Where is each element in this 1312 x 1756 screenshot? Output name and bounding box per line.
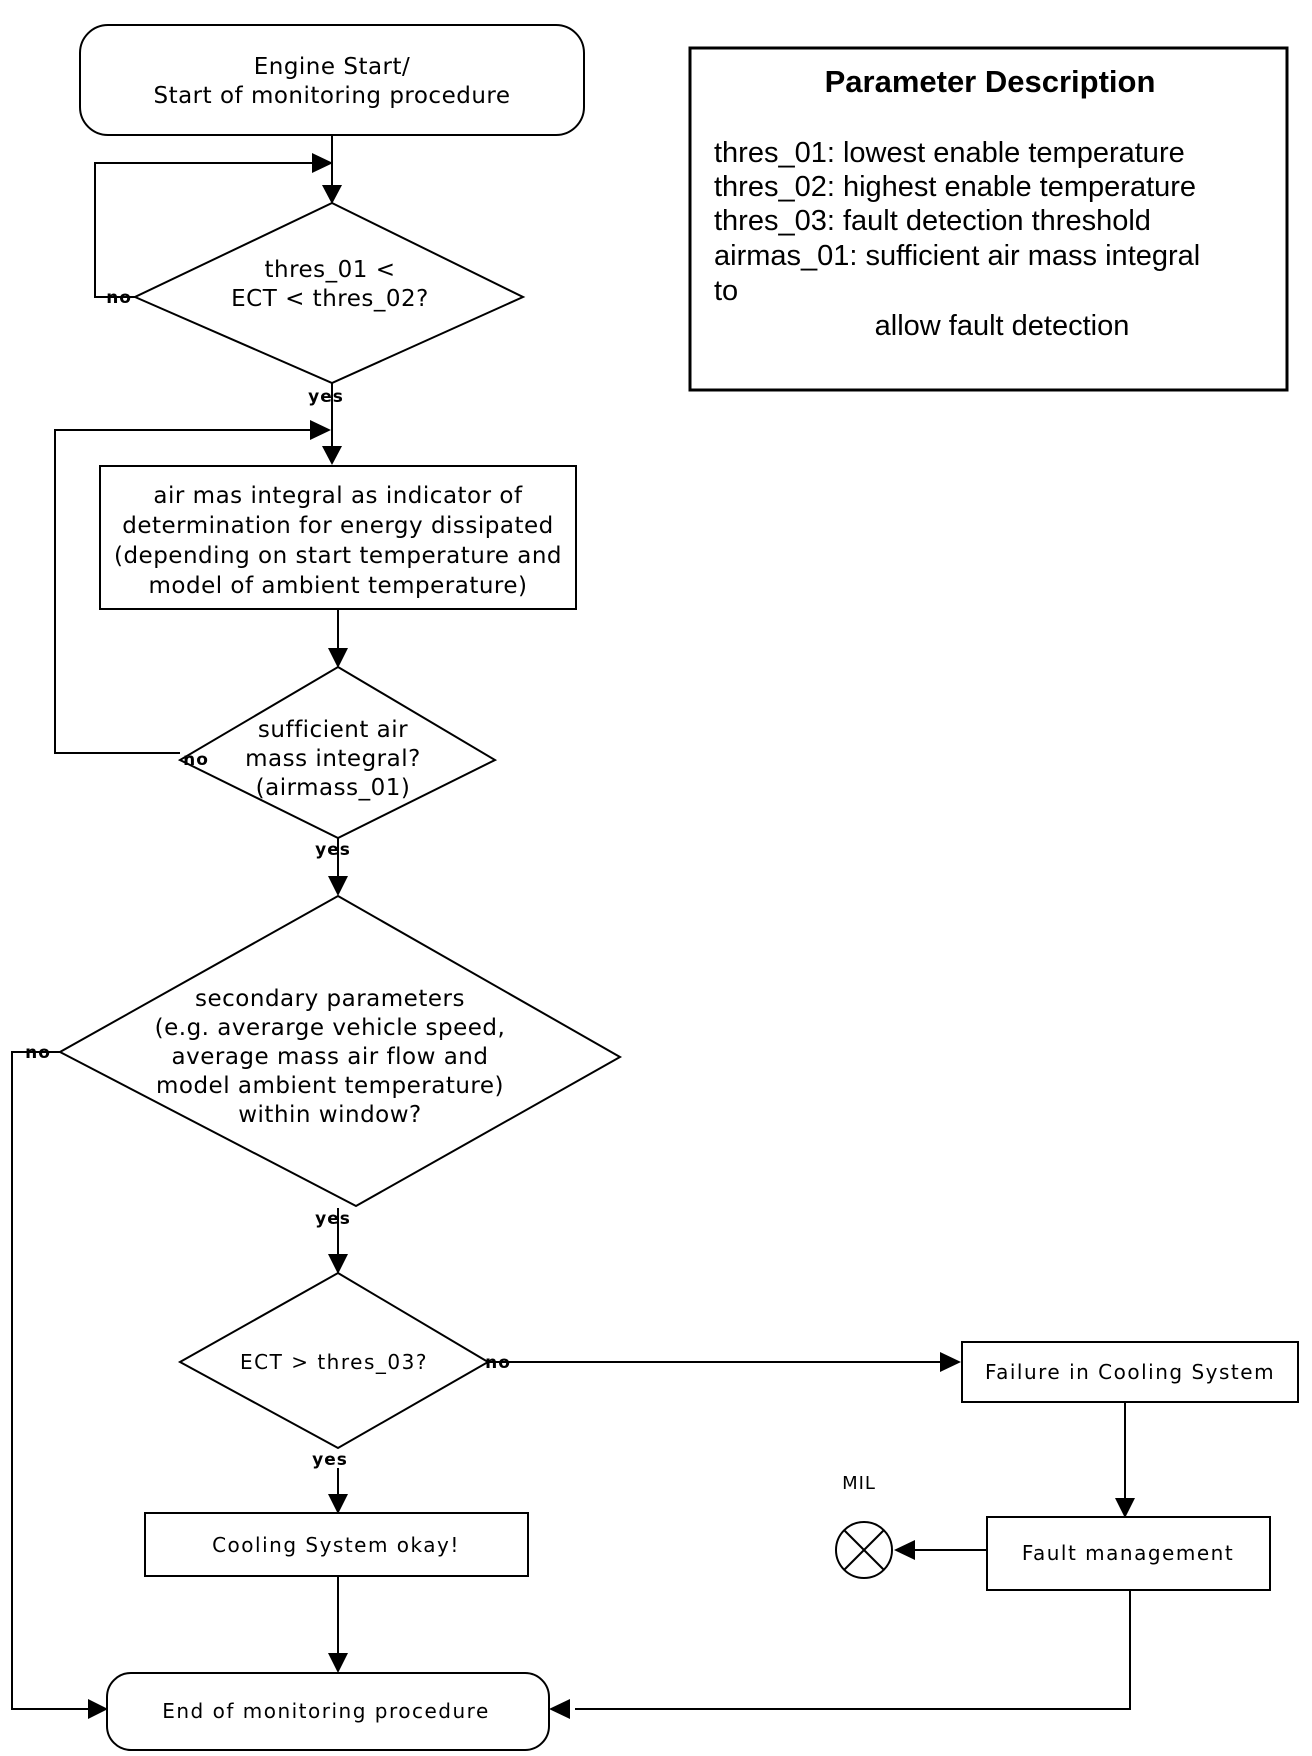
decision-airmass-no-label: no <box>183 750 209 770</box>
parameter-line-airmas-01: airmas_01: sufficient air mass integral <box>714 240 1200 272</box>
arrowheads <box>88 153 1135 1719</box>
fault-management-box: Fault management <box>986 1516 1271 1591</box>
cooling-okay-box: Cooling System okay! <box>144 1512 529 1577</box>
decision-threshold-no-label: no <box>485 1353 511 1373</box>
decision-threshold-yes-label: yes <box>312 1450 348 1470</box>
decision-secondary-line-4: model ambient temperature) <box>156 1073 504 1099</box>
decision-secondary-line-2: (e.g. averarge vehicle speed, <box>155 1015 506 1041</box>
decision-fault-threshold: ECT > thres_03? <box>177 1271 490 1450</box>
parameter-line-thres-02: thres_02: highest enable temperature <box>714 171 1196 203</box>
end-terminator: End of monitoring procedure <box>106 1672 550 1751</box>
decision-temperature-no-label: no <box>106 288 132 308</box>
airmass-process-line-4: model of ambient temperature) <box>149 573 528 599</box>
start-terminator: Engine Start/ Start of monitoring proced… <box>79 24 585 136</box>
decision-airmass: sufficient air mass integral? (airmass_0… <box>177 665 498 840</box>
fault-management-label: Fault management <box>1022 1541 1234 1565</box>
decision-temperature-line-2: ECT < thres_02? <box>231 286 429 312</box>
cooling-okay-label: Cooling System okay! <box>212 1533 460 1557</box>
parameter-description-title: Parameter Description <box>825 64 1156 99</box>
airmass-process-line-3: (depending on start temperature and <box>114 543 562 569</box>
parameter-line-allow-fault-detection: allow fault detection <box>875 310 1130 342</box>
decision-secondary-line-5: within window? <box>238 1102 422 1128</box>
decision-airmass-yes-label: yes <box>315 840 351 860</box>
start-label-line-2: Start of monitoring procedure <box>153 83 510 109</box>
decision-temperature-line-1: thres_01 < <box>264 257 395 283</box>
parameter-line-thres-03: thres_03: fault detection threshold <box>714 205 1151 237</box>
airmass-process-box: air mas integral as indicator of determi… <box>99 465 577 610</box>
parameter-line-thres-01: thres_01: lowest enable temperature <box>714 137 1185 169</box>
airmass-process-line-2: determination for energy dissipated <box>122 513 554 539</box>
decision-airmass-line-3: (airmass_01) <box>256 775 411 801</box>
mil-label: MIL <box>842 1473 876 1494</box>
decision-secondary-line-3: average mass air flow and <box>172 1044 489 1070</box>
decision-secondary-yes-label: yes <box>315 1209 351 1229</box>
decision-secondary-no-label: no <box>25 1043 51 1063</box>
failure-label: Failure in Cooling System <box>985 1360 1275 1384</box>
end-label: End of monitoring procedure <box>162 1699 490 1723</box>
decision-airmass-line-2: mass integral? <box>245 746 421 772</box>
parameter-description-box: Parameter Description thres_01: lowest e… <box>688 46 1289 392</box>
airmass-process-line-1: air mas integral as indicator of <box>153 483 523 509</box>
mil-lamp-icon <box>835 1521 893 1579</box>
parameter-line-airmas-01-continued: to <box>714 275 738 307</box>
decision-temperature-window: thres_01 < ECT < thres_02? <box>132 201 526 385</box>
failure-box: Failure in Cooling System <box>961 1341 1299 1403</box>
start-label-line-1: Engine Start/ <box>254 54 411 80</box>
decision-secondary-line-1: secondary parameters <box>195 986 465 1012</box>
decision-secondary-parameters: secondary parameters (e.g. averarge vehi… <box>57 894 623 1208</box>
decision-threshold-label: ECT > thres_03? <box>240 1350 428 1374</box>
decision-airmass-line-1: sufficient air <box>258 717 408 743</box>
decision-temperature-yes-label: yes <box>308 387 344 407</box>
